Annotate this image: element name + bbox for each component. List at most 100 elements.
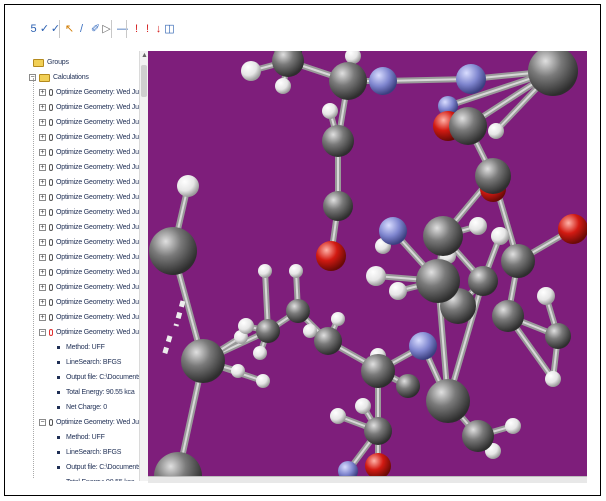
tree-item-calculation[interactable]: +Optimize Geometry: Wed Jul 17 (39, 235, 148, 250)
expand-icon[interactable]: + (39, 194, 46, 201)
nitrogen-atom[interactable] (438, 96, 458, 116)
hydrogen-atom[interactable] (491, 227, 509, 245)
expand-icon[interactable]: + (39, 254, 46, 261)
carbon-atom[interactable] (272, 51, 304, 77)
oxygen-atom[interactable] (316, 241, 346, 271)
calc-detail[interactable]: Method: UFF (57, 430, 105, 445)
nitrogen-atom[interactable] (456, 64, 486, 94)
calc-detail[interactable]: Total Energy: 90.55 kca (57, 475, 135, 481)
tree-item-calculation[interactable]: +Optimize Geometry: Wed Jul 17 (39, 280, 148, 295)
carbon-atom[interactable] (468, 266, 498, 296)
lock-icon[interactable]: 5 (30, 22, 37, 35)
check-arrow-2-icon[interactable]: ✓ (50, 22, 61, 35)
collapse-icon[interactable]: − (29, 74, 36, 81)
carbon-atom[interactable] (322, 125, 354, 157)
hydrogen-atom[interactable] (345, 51, 361, 64)
tree-item-calculation[interactable]: +Optimize Geometry: Wed Jul 17 (39, 85, 148, 100)
calc-detail[interactable]: Output file: C:\Documents (57, 370, 141, 385)
tree-item-calculation[interactable]: +Optimize Geometry: Wed Jul 17 (39, 265, 148, 280)
hydrogen-atom[interactable] (469, 217, 487, 235)
scroll-thumb[interactable] (141, 65, 147, 97)
scroll-up-icon[interactable]: ▲ (141, 52, 148, 59)
hydrogen-atom[interactable] (366, 266, 386, 286)
carbon-atom[interactable] (528, 51, 578, 96)
carbon-atom[interactable] (475, 158, 511, 194)
red-pin-icon[interactable]: ! (134, 22, 139, 35)
tree-item-calculation-expanded[interactable]: −Optimize Geometry: Wed Jul 17 (39, 325, 148, 340)
expand-icon[interactable]: + (39, 269, 46, 276)
carbon-atom[interactable] (256, 319, 280, 343)
hydrogen-atom[interactable] (537, 287, 555, 305)
select-arrow-icon[interactable]: ↖ (64, 22, 75, 35)
hydrogen-atom[interactable] (389, 282, 407, 300)
red-pin-2-icon[interactable]: ! (145, 22, 150, 35)
hydrogen-atom[interactable] (275, 78, 291, 94)
carbon-atom[interactable] (396, 374, 420, 398)
hydrogen-atom[interactable] (258, 264, 272, 278)
carbon-atom[interactable] (181, 339, 225, 383)
red-arrow-icon[interactable]: ↓ (155, 22, 162, 35)
calc-detail[interactable]: Total Energy: 90.55 kca (57, 385, 135, 400)
expand-icon[interactable]: + (39, 149, 46, 156)
hydrogen-atom[interactable] (253, 346, 267, 360)
tree-item-calculation[interactable]: +Optimize Geometry: Wed Jul 17 (39, 160, 148, 175)
carbon-atom[interactable] (492, 300, 524, 332)
pencil-select-icon[interactable]: ✐ (90, 22, 101, 35)
carbon-atom[interactable] (545, 323, 571, 349)
carbon-atom[interactable] (314, 327, 342, 355)
minus-icon[interactable]: — (117, 22, 128, 35)
calc-detail[interactable]: Output file: C:\Documents (57, 460, 141, 475)
tree-item-calculation[interactable]: +Optimize Geometry: Wed Jul 17 (39, 145, 148, 160)
tree-item-calculation[interactable]: +Optimize Geometry: Wed Jul 17 (39, 295, 148, 310)
hydrogen-atom[interactable] (545, 371, 561, 387)
tree-item-calculation[interactable]: +Optimize Geometry: Wed Jul 17 (39, 250, 148, 265)
tree-item-calculation[interactable]: +Optimize Geometry: Wed Jul 17 (39, 310, 148, 325)
tree-item-calculations[interactable]: −Calculations (29, 70, 89, 85)
hydrogen-atom[interactable] (488, 123, 504, 139)
expand-icon[interactable]: + (39, 284, 46, 291)
hydrogen-atom[interactable] (256, 374, 270, 388)
molecule-canvas[interactable] (148, 51, 587, 476)
copy-icon[interactable]: ◫ (164, 22, 175, 35)
hydrogen-atom[interactable] (238, 318, 254, 334)
expand-icon[interactable]: + (39, 314, 46, 321)
nitrogen-atom[interactable] (338, 461, 358, 476)
expand-icon[interactable]: + (39, 179, 46, 186)
expand-icon[interactable]: + (39, 299, 46, 306)
hydrogen-atom[interactable] (177, 175, 199, 197)
hydrogen-atom[interactable] (505, 418, 521, 434)
tree-item-calculation[interactable]: +Optimize Geometry: Wed Jul 17 (39, 115, 148, 130)
tree-scrollbar[interactable]: ▲ (139, 51, 148, 481)
tree-item-calculation[interactable]: +Optimize Geometry: Wed Jul 17 (39, 130, 148, 145)
label-icon[interactable]: ▷ (102, 22, 111, 35)
nitrogen-atom[interactable] (369, 67, 397, 95)
carbon-atom[interactable] (154, 452, 202, 476)
hydrogen-atom[interactable] (241, 61, 261, 81)
hydrogen-atom[interactable] (289, 264, 303, 278)
oxygen-atom[interactable] (558, 214, 587, 244)
tree-item-calculation[interactable]: +Optimize Geometry: Wed Jul 17 (39, 100, 148, 115)
tree-item-calculation[interactable]: +Optimize Geometry: Wed Jul 17 (39, 175, 148, 190)
hydrogen-atom[interactable] (303, 324, 317, 338)
tree-item-groups[interactable]: Groups (33, 55, 69, 70)
hydrogen-atom[interactable] (231, 364, 245, 378)
check-arrow-icon[interactable]: ✓ (39, 22, 50, 35)
expand-icon[interactable]: + (39, 209, 46, 216)
carbon-atom[interactable] (286, 299, 310, 323)
hydrogen-atom[interactable] (331, 312, 345, 326)
nitrogen-atom[interactable] (379, 217, 407, 245)
carbon-atom[interactable] (329, 62, 367, 100)
expand-icon[interactable]: + (39, 104, 46, 111)
carbon-atom[interactable] (323, 191, 353, 221)
expand-icon[interactable]: + (39, 89, 46, 96)
carbon-atom[interactable] (501, 244, 535, 278)
collapse-icon[interactable]: − (39, 419, 46, 426)
pencil-icon[interactable]: / (79, 22, 84, 35)
carbon-atom[interactable] (416, 259, 460, 303)
expand-icon[interactable]: + (39, 224, 46, 231)
calc-detail[interactable]: Method: UFF (57, 340, 105, 355)
hydrogen-atom[interactable] (330, 408, 346, 424)
carbon-atom[interactable] (361, 354, 395, 388)
expand-icon[interactable]: + (39, 119, 46, 126)
tree-item-calculation-expanded[interactable]: −Optimize Geometry: Wed Jul 17 (39, 415, 148, 430)
